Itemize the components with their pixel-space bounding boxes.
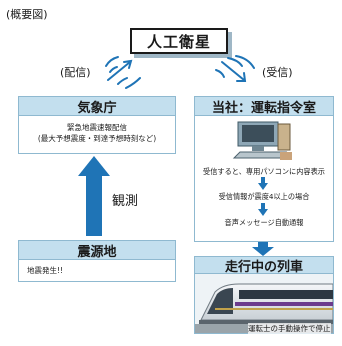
company-step2: 受信情報が震度4以上の場合 xyxy=(218,192,310,201)
company-step1: 受信すると、専用パソコンに内容表示 xyxy=(203,167,325,176)
jma-line2: (最大予想震度・到達予想時刻など) xyxy=(37,134,157,143)
epicenter-body: 地震発生!! xyxy=(18,260,176,282)
observation-label: 観測 xyxy=(112,194,139,209)
train-title: 走行中の列車 xyxy=(224,259,303,275)
company-title: 当社：運転指令室 xyxy=(211,100,316,116)
jma-body: 緊急地震速報配信 (最大予想震度・到達予想時刻など) xyxy=(18,116,176,154)
step2-arrow-icon xyxy=(258,203,268,216)
jma-line1: 緊急地震速報配信 xyxy=(67,123,127,132)
computer-icon xyxy=(232,121,292,160)
step1-arrow-icon xyxy=(258,177,268,190)
company-header: 当社：運転指令室 xyxy=(194,96,334,116)
company-step3: 音声メッセージ自動通報 xyxy=(224,218,304,227)
receive-label: (受信) xyxy=(262,66,293,79)
train-caption: 運転士の手動操作で停止 xyxy=(248,323,331,334)
jma-header: 気象庁 xyxy=(18,96,176,116)
train-header: 走行中の列車 xyxy=(194,256,334,275)
satellite-label: 人工衛星 xyxy=(146,32,211,51)
receive-signal-icon xyxy=(215,55,255,82)
observation-arrow-shaft xyxy=(86,174,102,236)
jma-title: 気象庁 xyxy=(77,100,117,116)
epicenter-text: 地震発生!! xyxy=(27,266,64,275)
observation-arrow-head xyxy=(78,156,110,176)
outline-label: (概要図) xyxy=(6,8,48,21)
distribute-label: (配信) xyxy=(60,66,91,79)
epicenter-header: 震源地 xyxy=(18,240,176,260)
epicenter-title: 震源地 xyxy=(77,244,117,260)
broadcast-signal-icon xyxy=(105,56,141,89)
company-to-train-arrow xyxy=(252,242,274,256)
